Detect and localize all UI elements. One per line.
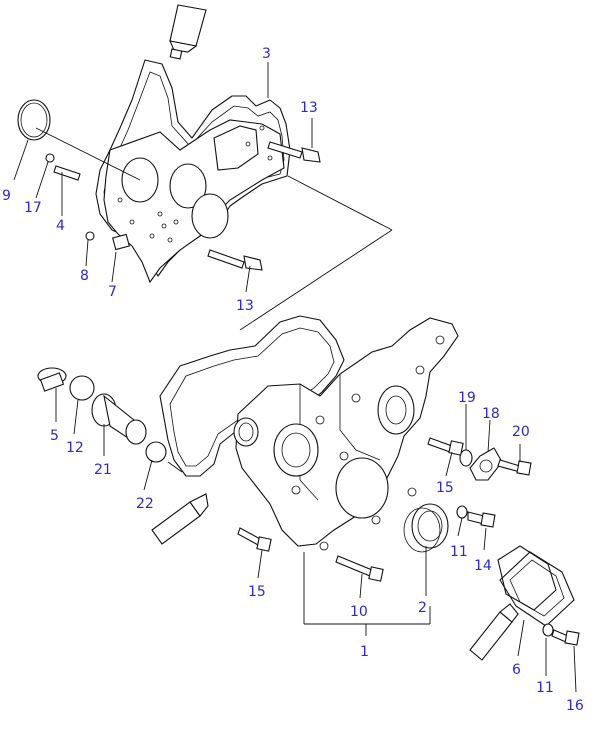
callout-5: 5: [50, 428, 59, 444]
filler-cap-5: [37, 367, 67, 392]
plate-hole-4: [213, 125, 259, 171]
callout-15-right: 15: [436, 480, 454, 496]
sealant-tube-top: [169, 4, 207, 60]
callout-7: 7: [108, 284, 117, 300]
filler-tube-21: [91, 393, 147, 445]
o-ring-9: [17, 99, 51, 141]
callout-18: 18: [482, 406, 500, 422]
case-bore-crank: [335, 457, 389, 519]
gasket-outline: [95, 59, 291, 277]
case-bore-right: [377, 385, 415, 435]
timing-case: [235, 317, 459, 547]
bolt-10: [335, 555, 384, 582]
callout-14: 14: [474, 558, 492, 574]
lower-gasket-outline: [159, 315, 345, 477]
callout-2: 2: [418, 600, 427, 616]
lower-gasket-inner: [169, 327, 335, 467]
o-ring-22: [145, 441, 167, 463]
callout-11-mid: 11: [450, 544, 468, 560]
callout-21: 21: [94, 462, 112, 478]
bolt-13-upper: [267, 141, 321, 163]
callout-20: 20: [512, 424, 530, 440]
bolt-15-right: [427, 437, 464, 456]
callout-19: 19: [458, 390, 476, 406]
bolt-14: [456, 505, 496, 528]
plate-hole-2: [169, 163, 207, 209]
bolt-20: [497, 459, 532, 476]
case-bolt-bosses: [291, 335, 445, 551]
callout-10: 10: [350, 604, 368, 620]
callout-12: 12: [66, 440, 84, 456]
oil-seal-2: [403, 503, 449, 553]
callout-1: 1: [360, 644, 369, 660]
callout-13-lower: 13: [236, 298, 254, 314]
case-bore-left: [273, 423, 319, 477]
bolt-15-left: [237, 527, 272, 552]
case-filler-boss: [233, 417, 259, 447]
callouts: 3 13 9 17 4 8 7 13 19 18 20 5 12 21 22 1…: [2, 46, 584, 714]
callout-11-bottom: 11: [536, 680, 554, 696]
callout-4: 4: [56, 218, 65, 234]
leader-lines: [13, 62, 577, 693]
bolt-16: [542, 623, 580, 646]
callout-13-upper: 13: [300, 100, 318, 116]
callout-17: 17: [24, 200, 42, 216]
callout-16: 16: [566, 698, 584, 714]
stud-4: [45, 153, 81, 181]
callout-3: 3: [262, 46, 271, 62]
gasket-18: [469, 447, 503, 481]
sealant-tube-right: [469, 603, 519, 661]
callout-9: 9: [2, 188, 11, 204]
washer-17: [45, 153, 55, 163]
callout-22: 22: [136, 496, 154, 512]
case-rib-2: [339, 374, 381, 461]
bolt-13-lower: [207, 249, 263, 271]
o-ring-8: [85, 231, 95, 241]
o-ring-19: [459, 449, 473, 467]
o-ring-12: [69, 375, 95, 401]
callout-6: 6: [512, 662, 521, 678]
callout-8: 8: [80, 268, 89, 284]
plate-hole-3: [191, 193, 229, 239]
cover-gasket: [497, 545, 557, 611]
pin-7: [112, 233, 130, 251]
plate-bolt-holes: [117, 125, 273, 243]
sealant-tube-lower: [151, 493, 209, 545]
callout-15-left: 15: [248, 584, 266, 600]
case-rib-1: [299, 384, 319, 501]
